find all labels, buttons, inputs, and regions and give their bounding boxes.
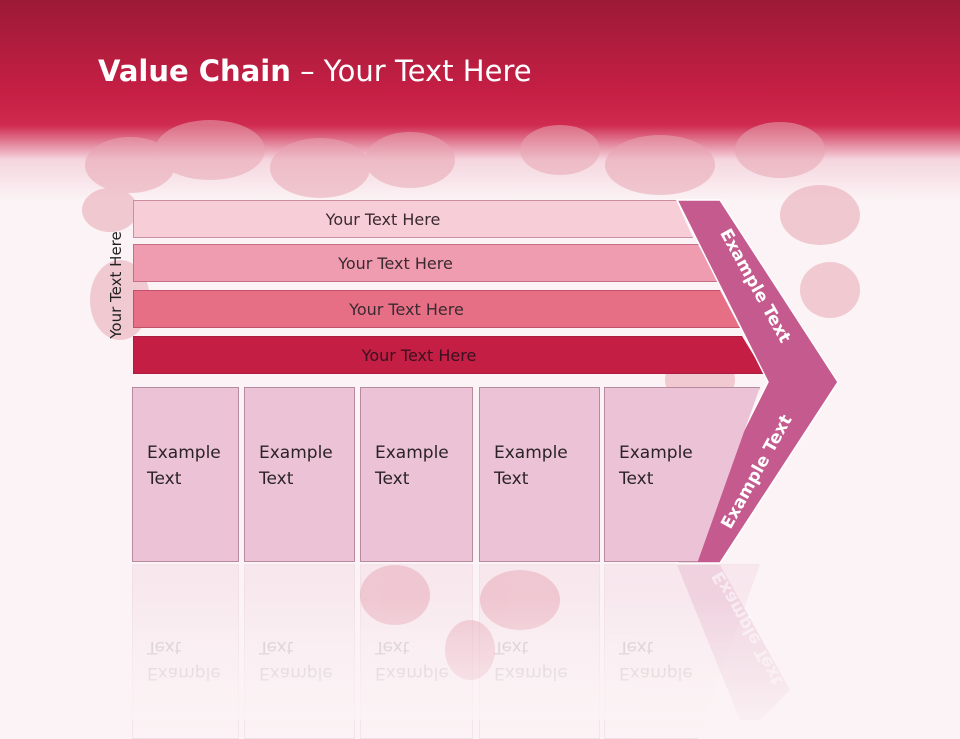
- bar-2-label: Your Text Here: [338, 254, 453, 273]
- bar-1-label: Your Text Here: [325, 210, 441, 229]
- title-bold: Value Chain: [98, 54, 291, 88]
- bar-3: Your Text Here: [133, 290, 740, 328]
- column-4-line2: Text: [494, 469, 529, 489]
- column-2: Example Text: [244, 387, 355, 562]
- column-3-line2: Text: [375, 469, 410, 489]
- bar-4: Your Text Here: [133, 336, 765, 374]
- bar-3-label: Your Text Here: [349, 300, 464, 319]
- column-1-line1: Example: [147, 443, 221, 463]
- column-2-line2: Text: [259, 469, 294, 489]
- bar-1: Your Text Here: [133, 200, 693, 238]
- column-3-line1: Example: [375, 443, 449, 463]
- column-5-line1: Example: [619, 443, 693, 463]
- column-4: Example Text: [479, 387, 600, 562]
- reflection-fade: [0, 600, 960, 720]
- column-1-line2: Text: [147, 469, 182, 489]
- page-title: Value Chain – Your Text Here: [98, 54, 532, 88]
- column-5-line2: Text: [619, 469, 654, 489]
- title-rest: – Your Text Here: [290, 54, 532, 88]
- column-3: Example Text: [360, 387, 473, 562]
- column-1: Example Text: [132, 387, 239, 562]
- column-4-line1: Example: [494, 443, 568, 463]
- bar-2: Your Text Here: [133, 244, 718, 282]
- column-2-line1: Example: [259, 443, 333, 463]
- bar-4-label: Your Text Here: [361, 346, 477, 365]
